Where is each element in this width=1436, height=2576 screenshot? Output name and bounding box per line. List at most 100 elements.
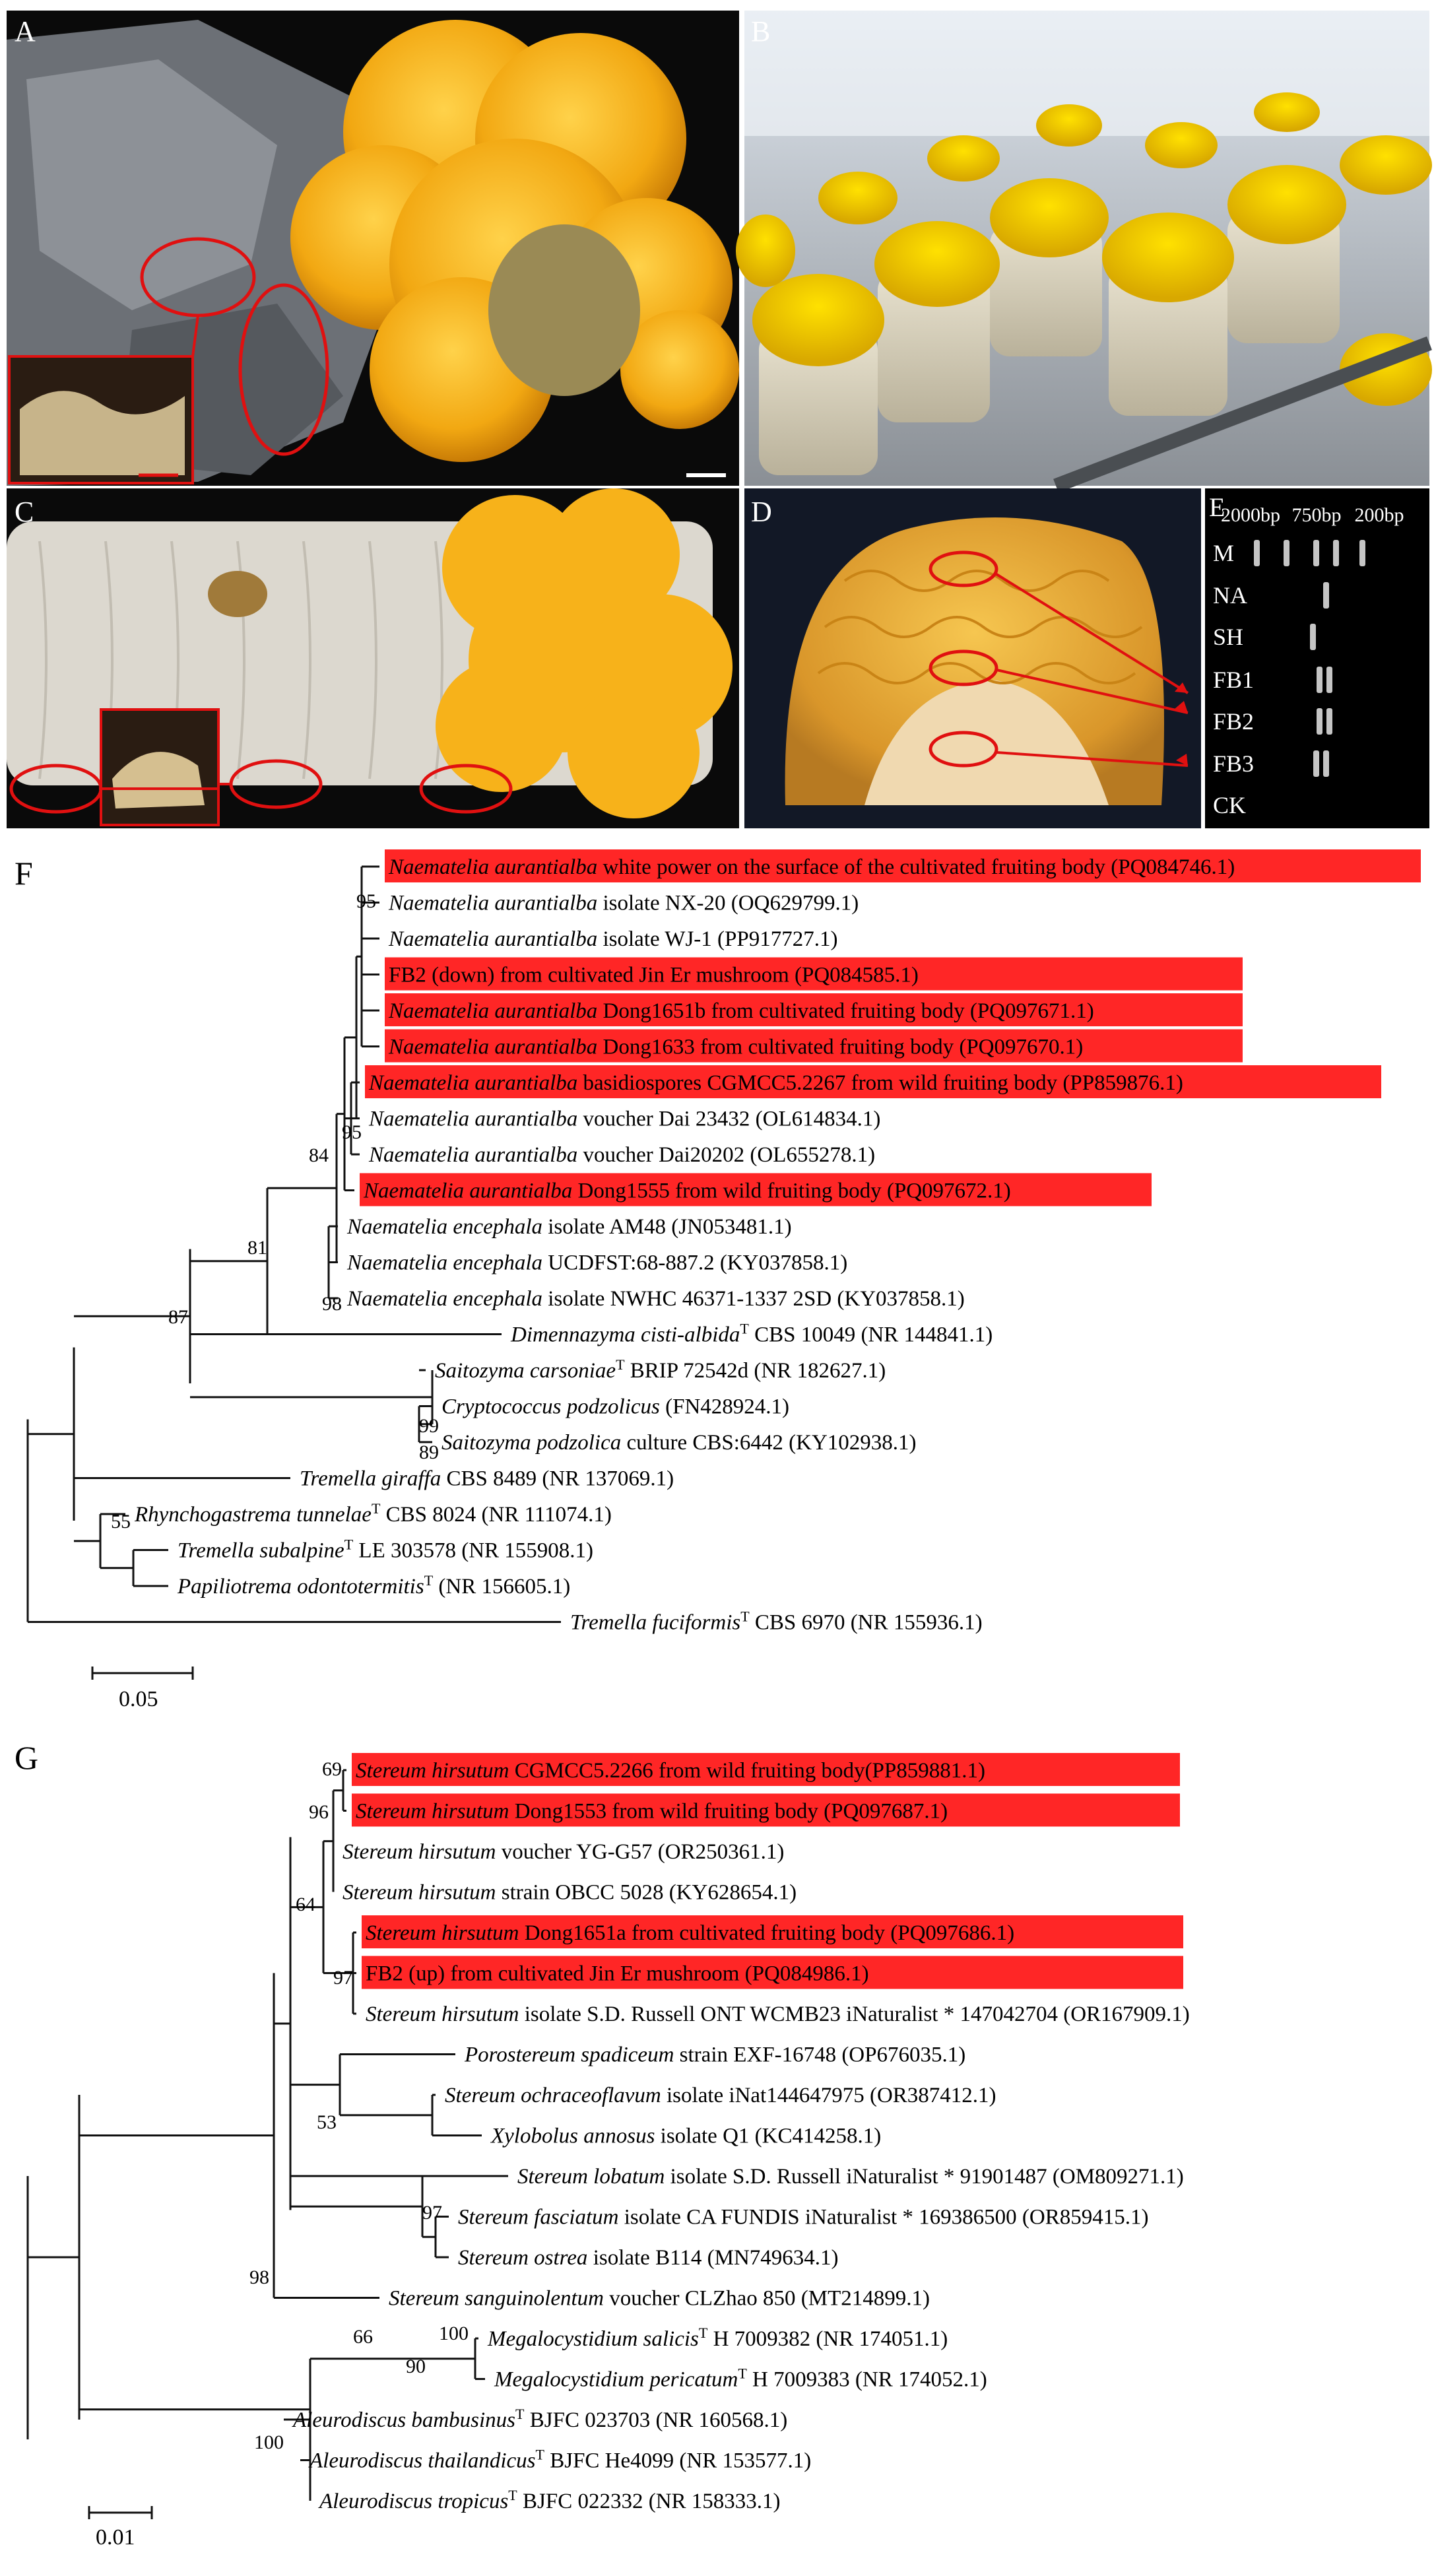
taxon-label: Aleurodiscus tropicusT BJFC 022332 (NR 1… [318,2487,781,2514]
taxon-label: Megalocystidium pericatumT H 7009383 (NR… [494,2365,987,2392]
gel-band [1326,708,1332,735]
panel-b-photo: B [736,11,1432,493]
taxon-label: Stereum ochraceoflavum isolate iNat14464… [445,2084,996,2107]
taxon-label: Naematelia aurantialba isolate WJ-1 (PP9… [388,927,837,951]
taxon-label: Naematelia aurantialba Dong1633 from cul… [388,1036,1083,1059]
bootstrap-value: 97 [333,1967,353,1989]
bootstrap-value: 95 [342,1121,362,1143]
bootstrap-value: 90 [406,2356,426,2377]
gel-band [1317,708,1322,735]
bootstrap-value: 98 [249,2266,269,2288]
bootstrap-value: 98 [322,1293,342,1315]
taxon-label: Naematelia aurantialba voucher Dai20202 … [368,1143,875,1167]
taxon-label: Stereum hirsutum voucher YG-G57 (OR25036… [343,1840,784,1864]
gel-lane-label: NA [1213,582,1247,609]
bootstrap-value: 84 [309,1144,329,1166]
gel-lane-label: CK [1213,792,1246,818]
bootstrap-value: 100 [439,2323,469,2344]
taxon-highlight [385,993,1243,1026]
taxon-label: Papiliotrema odontotermitisT (NR 156605.… [177,1572,570,1599]
taxon-label: FB2 (up) from cultivated Jin Er mushroom… [366,1962,869,1986]
taxon-label: Megalocystidium salicisT H 7009382 (NR 1… [487,2325,948,2352]
taxon-label: Stereum sanguinolentum voucher CLZhao 85… [389,2287,930,2311]
taxon-label: Stereum lobatum isolate S.D. Russell iNa… [517,2165,1184,2189]
taxon-label: Aleurodiscus thailandicusT BJFC He4099 (… [308,2446,811,2473]
gel-band [1323,582,1329,609]
taxon-label: Naematelia aurantialba white power on th… [388,855,1235,879]
taxon-label: Stereum hirsutum strain OBCC 5028 (KY628… [343,1881,797,1905]
gel-lane-label: FB3 [1213,750,1254,777]
taxon-highlight [365,1065,1381,1098]
bootstrap-value: 99 [419,1415,439,1437]
bootstrap-value: 55 [111,1511,131,1533]
taxon-label: FB2 (down) from cultivated Jin Er mushro… [389,964,919,987]
tree-f-label: F [15,855,33,892]
panel-a-label: A [15,15,36,48]
gel-band [1326,667,1332,693]
taxon-label: Stereum hirsutum Dong1553 from wild frui… [356,1800,948,1824]
taxon-label: Naematelia aurantialba isolate NX-20 (OQ… [388,892,859,915]
taxon-label: Naematelia aurantialba Dong1555 from wil… [363,1179,1011,1203]
tree-f-scale-label: 0.05 [119,1687,158,1711]
bootstrap-value: 95 [356,890,376,912]
taxon-highlight [352,1753,1180,1786]
gel-lane-label: SH [1213,624,1243,650]
taxon-label: Tremella subalpineT LE 303578 (NR 155908… [178,1536,593,1563]
panel-c-label: C [15,496,34,528]
taxon-label: Tremella giraffa CBS 8489 (NR 137069.1) [300,1467,674,1491]
gel-band [1284,540,1289,566]
taxon-label: Naematelia aurantialba basidiospores CGM… [368,1071,1183,1095]
taxon-label: Porostereum spadiceum strain EXF-16748 (… [464,2043,965,2067]
gel-band [1254,540,1260,566]
taxon-label: Stereum hirsutum Dong1651a from cultivat… [366,1921,1014,1945]
gel-band [1317,667,1322,693]
gel-lane-label: M [1213,540,1234,566]
gel-band [1359,540,1365,566]
gel-ladder-label: 2000bp [1221,504,1280,526]
taxon-highlight [362,1956,1183,1989]
panel-a-photo: A [7,11,739,486]
taxon-highlight [385,1029,1243,1063]
gel-ladder-label: 750bp [1292,504,1342,526]
taxon-label: Stereum hirsutum CGMCC5.2266 from wild f… [356,1759,985,1783]
photo-panels: A B [7,11,1432,828]
tree-g-scale-label: 0.01 [96,2525,135,2550]
tree-g-label: G [15,1742,38,1776]
taxon-highlight [352,1793,1180,1827]
taxon-highlight [385,957,1243,991]
bootstrap-value: 100 [254,2431,284,2453]
bootstrap-value: 66 [353,2326,373,2348]
gel-band [1323,750,1329,777]
taxon-label: Saitozyma podzolica culture CBS:6442 (KY… [441,1431,917,1455]
gel-lane-label: FB1 [1213,667,1254,693]
taxon-label: Naematelia encephala UCDFST:68-887.2 (KY… [346,1251,847,1275]
taxon-label: Stereum ostrea isolate B114 (MN749634.1) [458,2246,839,2270]
gel-ladder-label: 200bp [1355,504,1404,526]
bootstrap-value: 87 [168,1306,188,1328]
taxon-label: Aleurodiscus bambusinusT BJFC 023703 (NR… [292,2406,787,2433]
taxon-highlight [362,1915,1183,1948]
taxon-label: Tremella fuciformisT CBS 6970 (NR 155936… [570,1608,983,1635]
bootstrap-value: 97 [422,2202,442,2224]
taxon-label: Naematelia encephala isolate NWHC 46371-… [346,1287,965,1311]
taxon-label: Naematelia aurantialba Dong1651b from cu… [388,999,1094,1023]
taxon-label: Dimennazyma cisti-albidaT CBS 10049 (NR … [510,1320,993,1347]
bootstrap-value: 53 [317,2111,337,2133]
panel-d-label: D [751,496,772,528]
taxon-label: Naematelia encephala isolate AM48 (JN053… [346,1215,792,1239]
panel-c-photo: C [7,488,739,828]
taxon-label: Stereum hirsutum isolate S.D. Russell ON… [366,2002,1190,2026]
phylogenetic-tree-g: G Stereum hirsutum CGMCC5.2266 from wild… [15,1742,1190,2550]
panel-e-label: E [1209,492,1225,522]
taxon-label: Saitozyma carsoniaeT BRIP 72542d (NR 182… [435,1356,886,1383]
gel-band [1333,540,1339,566]
gel-band [1313,750,1319,777]
bootstrap-value: 64 [296,1894,315,1915]
panel-d-photo: D [744,488,1201,828]
bootstrap-value: 89 [419,1441,439,1463]
gel-band [1310,624,1316,650]
gel-lane-label: FB2 [1213,708,1254,735]
taxon-label: Naematelia aurantialba voucher Dai 23432… [368,1107,880,1131]
bootstrap-value: 81 [247,1237,267,1259]
